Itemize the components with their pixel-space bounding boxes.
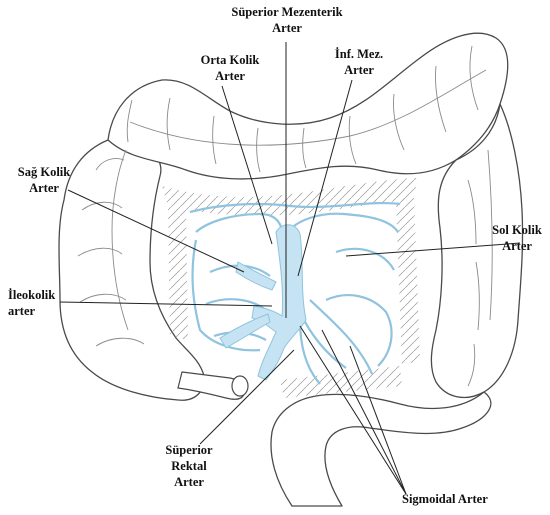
label-inferior-mesenteric-artery: İnf. Mez. Arter [324, 46, 394, 78]
label-line: Sağ Kolik [6, 164, 82, 180]
label-line: Orta Kolik [182, 52, 278, 68]
label-middle-colic-artery: Orta Kolik Arter [182, 52, 278, 84]
mesenteric-trunk [220, 225, 306, 380]
label-left-colic-artery: Sol Kolik Arter [484, 222, 550, 254]
label-line: Arter [6, 180, 82, 196]
label-line: Arter [324, 62, 394, 78]
label-right-colic-artery: Sağ Kolik Arter [6, 164, 82, 196]
sigmoid-colon [271, 392, 491, 506]
label-line: İleokolik [8, 287, 78, 303]
label-line: Rektal [150, 458, 228, 474]
label-line: Süperior Mezenterik [222, 4, 352, 20]
label-line: İnf. Mez. [324, 46, 394, 62]
transverse-colon [108, 33, 508, 179]
label-line: Sol Kolik [484, 222, 550, 238]
label-sigmoid-arteries: Sigmoidal Arter [402, 491, 512, 507]
label-line: Sigmoidal Arter [402, 491, 512, 507]
label-ileocolic-artery: İleokolik arter [8, 287, 78, 319]
label-superior-rectal-artery: Süperior Rektal Arter [150, 442, 228, 490]
label-line: Arter [222, 20, 352, 36]
label-line: arter [8, 303, 78, 319]
label-line: Arter [484, 238, 550, 254]
label-superior-mesenteric-artery: Süperior Mezenterik Arter [222, 4, 352, 36]
label-line: Arter [182, 68, 278, 84]
label-line: Süperior [150, 442, 228, 458]
label-line: Arter [150, 474, 228, 490]
